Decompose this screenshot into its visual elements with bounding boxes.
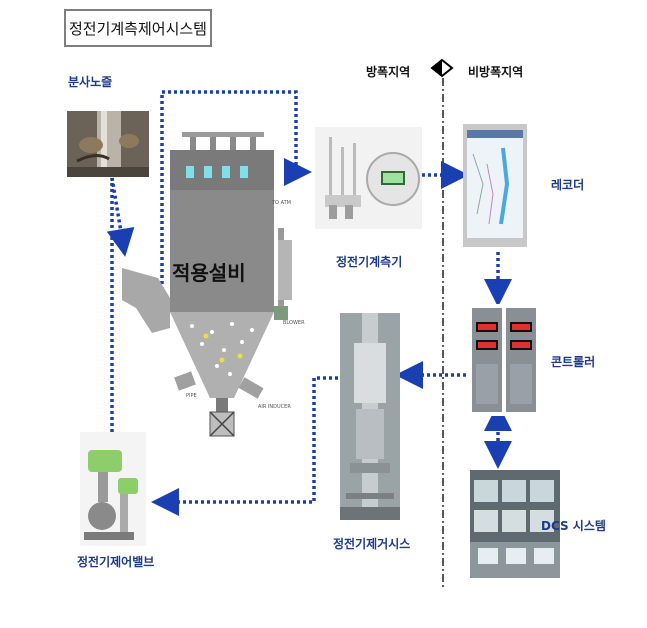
dcs-photo — [470, 470, 560, 578]
meter-label: 정전기계측기 — [336, 255, 403, 269]
recorder-label: 레코더 — [551, 178, 585, 192]
zone-label-non-explosion-proof: 비방폭지역 — [468, 65, 524, 79]
eliminator-photo — [340, 313, 400, 520]
recorder-photo — [463, 124, 527, 247]
equipment-tag-pipe: PIPE — [186, 393, 197, 399]
controller-label: 콘트롤러 — [551, 355, 596, 369]
equipment-illustration — [122, 128, 297, 448]
nozzle-label: 분사노즐 — [68, 75, 113, 89]
valve-photo — [80, 432, 146, 546]
equipment-tag-atm: TO ATM — [272, 200, 291, 206]
equipment-label: 적용설비 — [172, 261, 246, 285]
controller-photo — [470, 304, 538, 416]
zone-label-explosion-proof: 방폭지역 — [366, 65, 411, 79]
dcs-label: DCS 시스템 — [541, 519, 606, 533]
zone-divider-icon — [430, 58, 454, 78]
equipment-tag-blower: BLOWER — [283, 320, 305, 326]
eliminator-label: 정전기제거시스 — [333, 537, 411, 551]
meter-photo — [315, 127, 422, 229]
valve-label: 정전기제어밸브 — [77, 555, 155, 569]
equipment-tag-inducer: AIR INDUCER — [258, 404, 291, 410]
nozzle-photo — [67, 111, 149, 177]
diagram-title: 정전기계측제어시스템 — [68, 19, 207, 38]
title-box: 정전기계측제어시스템 — [64, 9, 212, 47]
